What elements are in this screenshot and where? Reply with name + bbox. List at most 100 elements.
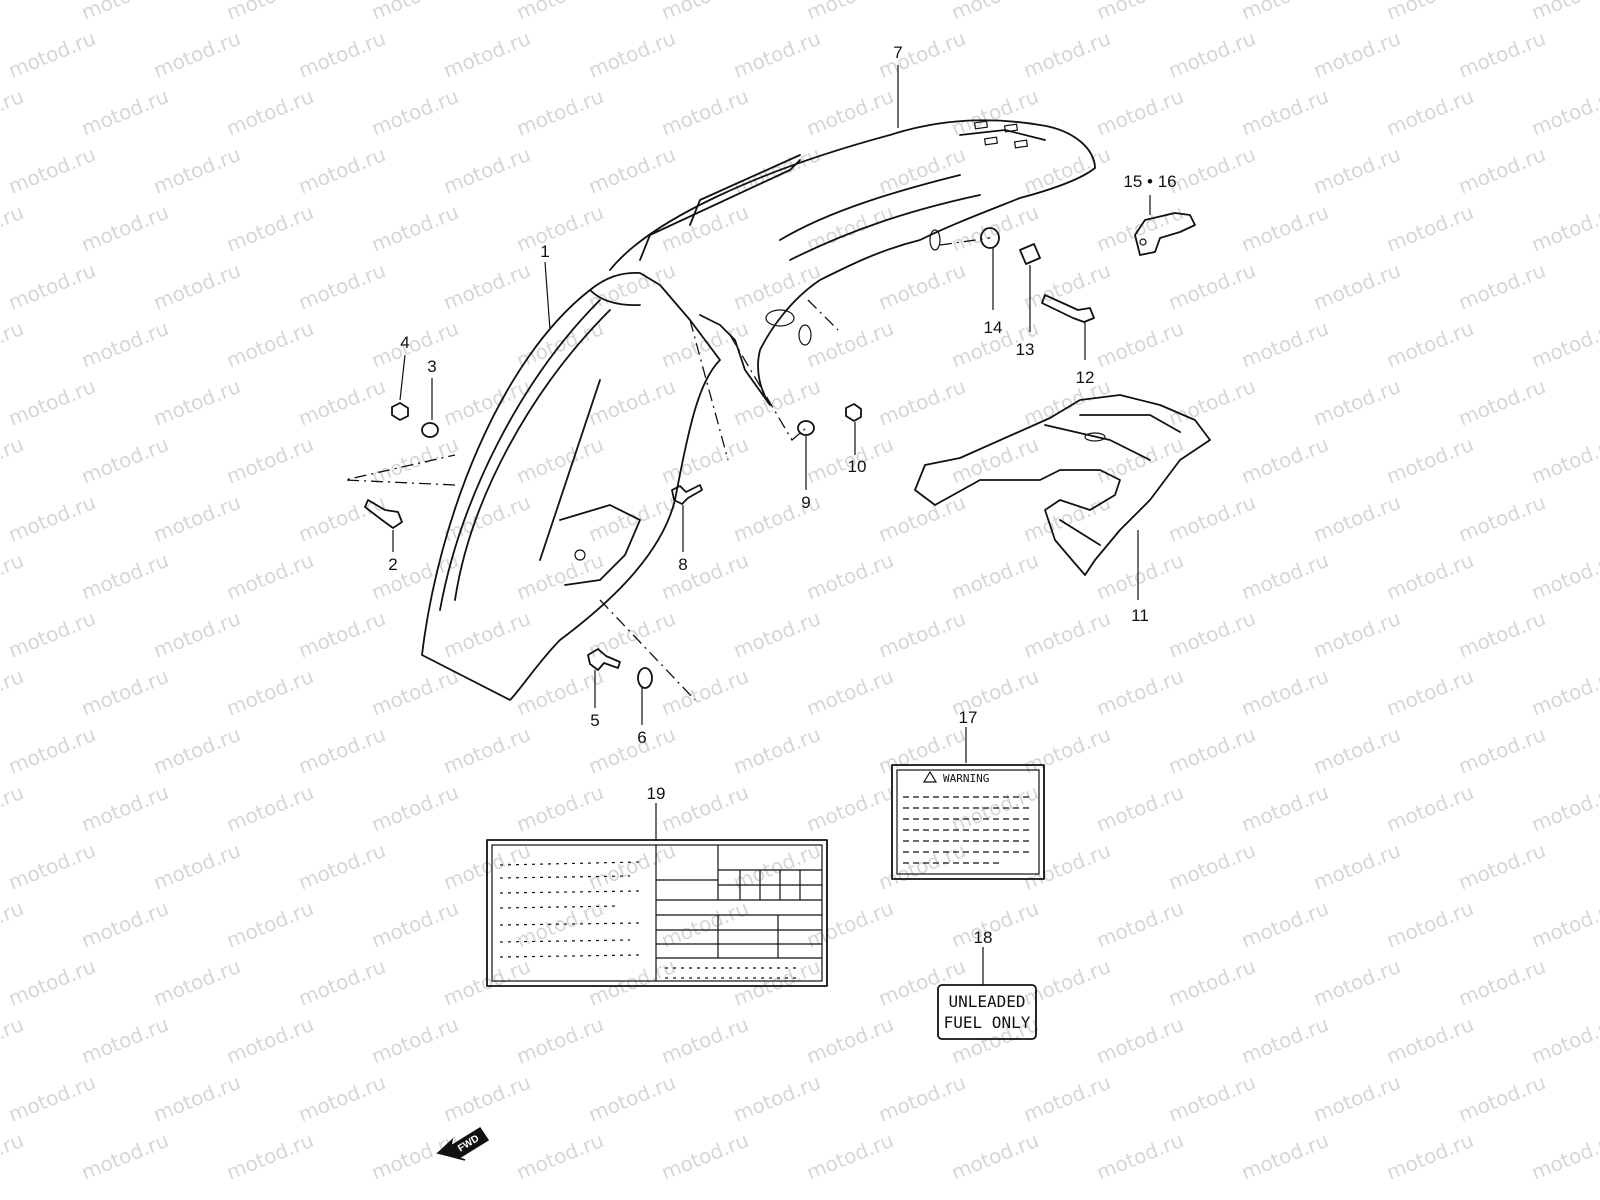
watermark-text: motod.ru — [1238, 1128, 1332, 1185]
watermark-text: motod.ru — [440, 490, 534, 547]
watermark-text: motod.ru — [1165, 490, 1259, 547]
watermark-text: motod.ru — [223, 780, 317, 837]
warning-label: WARNING — [891, 764, 1045, 880]
watermark-text: motod.ru — [1310, 1070, 1404, 1127]
warning-label-title: WARNING — [943, 772, 989, 785]
watermark-text: motod.ru — [1383, 664, 1477, 721]
watermark-text: motod.ru — [1455, 722, 1549, 779]
watermark-text: motod.ru — [0, 200, 27, 257]
watermark-text: motod.ru — [295, 258, 389, 315]
watermark-text: motod.ru — [1165, 142, 1259, 199]
watermark-text: motod.ru — [0, 664, 27, 721]
watermark-text: motod.ru — [295, 490, 389, 547]
watermark-text: motod.ru — [513, 1012, 607, 1069]
callout-18: 18 — [974, 928, 993, 947]
watermark-text: motod.ru — [1020, 374, 1114, 431]
watermark-text: motod.ru — [875, 26, 969, 83]
watermark-text: motod.ru — [658, 1128, 752, 1185]
watermark-text: motod.ru — [658, 548, 752, 605]
watermark-text: motod.ru — [1528, 432, 1600, 489]
callout-12: 12 — [1076, 368, 1095, 387]
watermark-text: motod.ru — [875, 258, 969, 315]
watermark-text: motod.ru — [730, 838, 824, 895]
watermark-text: motod.ru — [78, 84, 172, 141]
fuel-label-line1: UNLEADED — [948, 992, 1025, 1011]
watermark-text: motod.ru — [1093, 664, 1187, 721]
watermark-text: motod.ru — [1093, 548, 1187, 605]
leader-lines — [392, 65, 1151, 985]
watermark-text: motod.ru — [223, 0, 317, 25]
watermark-text: motod.ru — [1310, 258, 1404, 315]
callout-10: 10 — [848, 457, 867, 476]
watermark-text: motod.ru — [1528, 1128, 1600, 1185]
watermark-text: motod.ru — [0, 780, 27, 837]
watermark-text: motod.ru — [1093, 1012, 1187, 1069]
watermark-text: motod.ru — [0, 84, 27, 141]
watermark-text: motod.ru — [1093, 896, 1187, 953]
watermark-text: motod.ru — [585, 26, 679, 83]
watermark-text: motod.ru — [1455, 490, 1549, 547]
watermark-text: motod.ru — [803, 548, 897, 605]
watermark-text: motod.ru — [513, 548, 607, 605]
watermark-text: motod.ru — [1165, 258, 1259, 315]
watermark-text: motod.ru — [1020, 490, 1114, 547]
watermark-text: motod.ru — [658, 1012, 752, 1069]
watermark-text: motod.ru — [1455, 606, 1549, 663]
watermark-text: motod.ru — [78, 316, 172, 373]
watermark-text: motod.ru — [1020, 838, 1114, 895]
watermark-text: motod.ru — [1238, 0, 1332, 25]
watermark-text: motod.ru — [368, 896, 462, 953]
watermark-text: motod.ru — [440, 722, 534, 779]
watermark-text: motod.ru — [78, 200, 172, 257]
watermark-text: motod.ru — [875, 374, 969, 431]
watermark-text: motod.ru — [1020, 258, 1114, 315]
watermark-text: motod.ru — [875, 490, 969, 547]
watermark-text: motod.ru — [1093, 780, 1187, 837]
watermark-text: motod.ru — [658, 200, 752, 257]
watermark-text: motod.ru — [1383, 1128, 1477, 1185]
watermark-text: motod.ru — [1238, 1012, 1332, 1069]
watermark-text: motod.ru — [5, 26, 99, 83]
watermark-text: motod.ru — [223, 316, 317, 373]
watermark-text: motod.ru — [1238, 896, 1332, 953]
watermark-text: motod.ru — [295, 722, 389, 779]
watermark-text: motod.ru — [875, 142, 969, 199]
watermark-text: motod.ru — [78, 0, 172, 25]
watermark-text: motod.ru — [1383, 548, 1477, 605]
warning-triangle-icon — [922, 770, 938, 783]
watermark-text: motod.ru — [1310, 954, 1404, 1011]
watermark-text: motod.ru — [803, 0, 897, 25]
callouts: 1 2 3 4 5 6 7 8 9 10 11 12 13 14 15 • 16… — [388, 43, 1176, 947]
watermark-text: motod.ru — [948, 548, 1042, 605]
watermark-text: motod.ru — [5, 606, 99, 663]
watermark-text: motod.ru — [1020, 606, 1114, 663]
watermark-text: motod.ru — [803, 1012, 897, 1069]
watermark-text: motod.ru — [730, 1070, 824, 1127]
watermark-text: motod.ru — [1455, 954, 1549, 1011]
watermark-text: motod.ru — [875, 1070, 969, 1127]
callout-14: 14 — [984, 318, 1003, 337]
watermark-text: motod.ru — [1528, 664, 1600, 721]
watermark-text: motod.ru — [585, 838, 679, 895]
callout-8: 8 — [678, 555, 687, 574]
callout-5: 5 — [590, 711, 599, 730]
watermark-text: motod.ru — [1093, 84, 1187, 141]
watermark-text: motod.ru — [1238, 200, 1332, 257]
callout-19: 19 — [647, 784, 666, 803]
watermark-text: motod.ru — [223, 84, 317, 141]
watermark-text: motod.ru — [1020, 954, 1114, 1011]
assembly-lines — [344, 237, 991, 701]
fuel-label: UNLEADED FUEL ONLY — [937, 984, 1037, 1040]
watermark-text: motod.ru — [1528, 0, 1600, 25]
watermark-text: motod.ru — [1310, 142, 1404, 199]
watermark-text: motod.ru — [0, 1128, 27, 1185]
watermark-text: motod.ru — [368, 316, 462, 373]
watermark-text: motod.ru — [1383, 200, 1477, 257]
watermark-text: motod.ru — [368, 1012, 462, 1069]
watermark-text: motod.ru — [223, 896, 317, 953]
watermark-text: motod.ru — [0, 432, 27, 489]
callout-2: 2 — [388, 555, 397, 574]
watermark-text: motod.ru — [1310, 606, 1404, 663]
